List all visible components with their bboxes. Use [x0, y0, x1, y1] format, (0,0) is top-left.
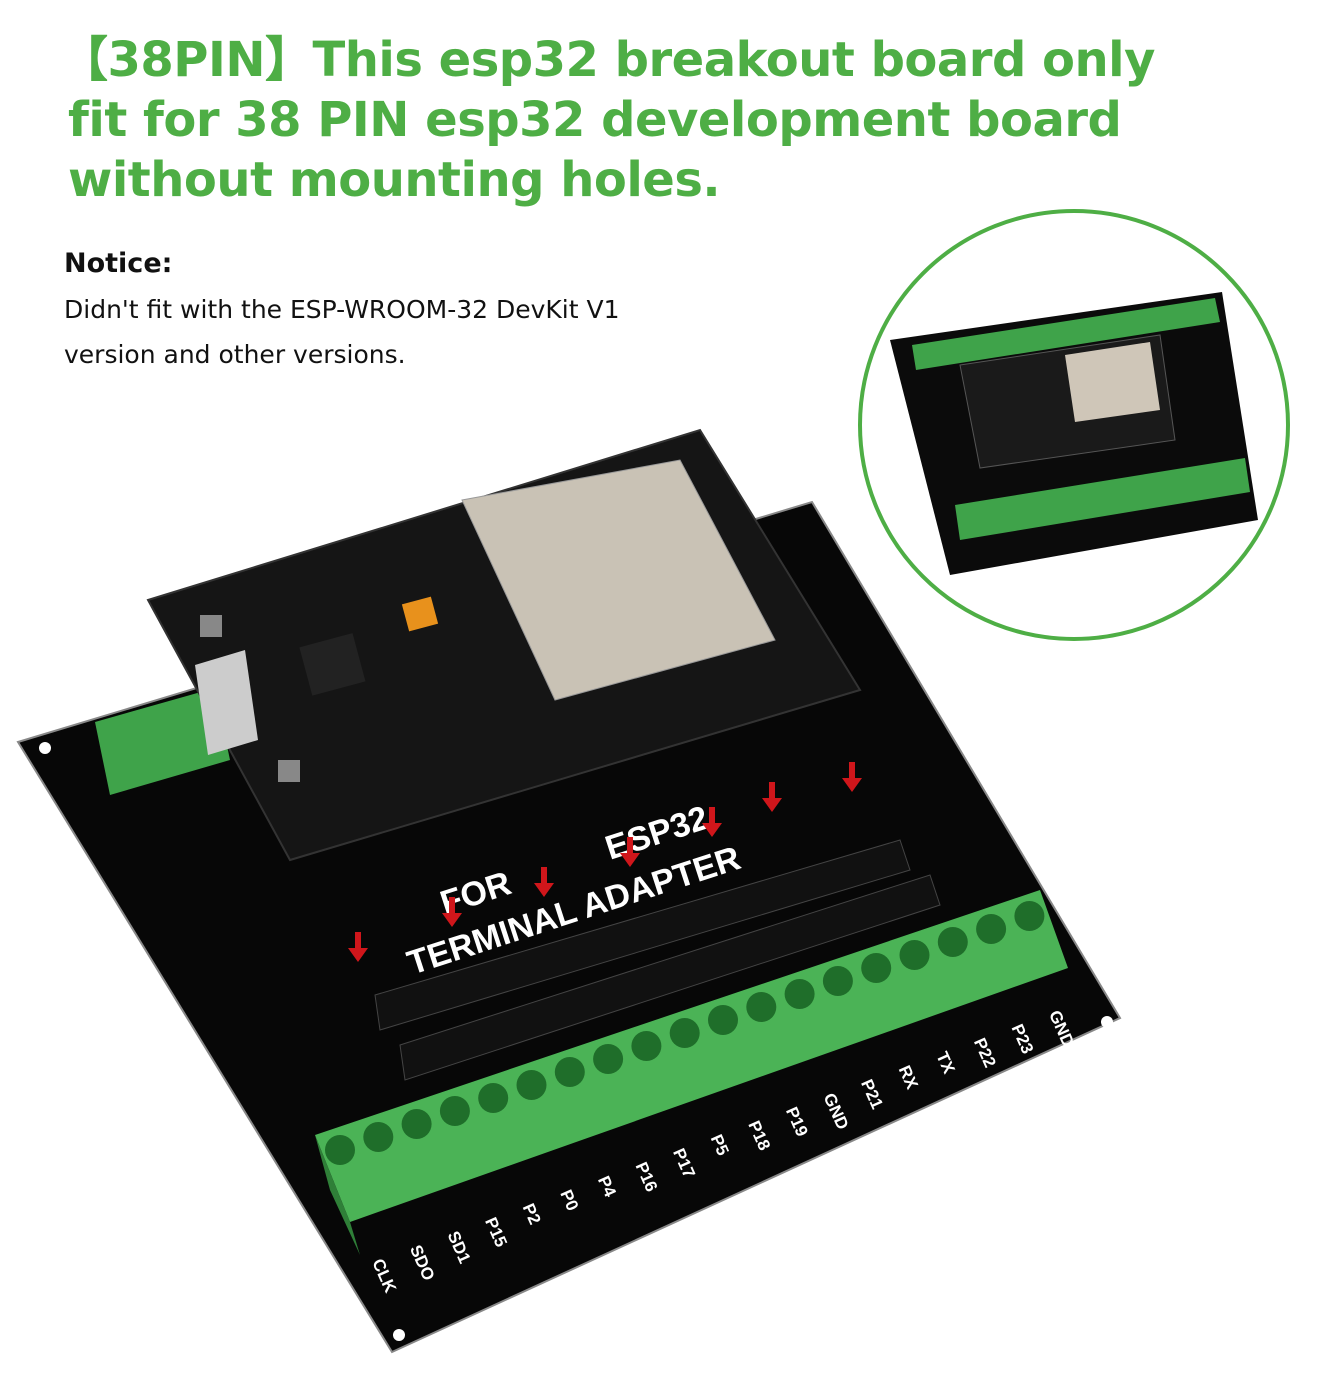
- terminal-screw-hole: [976, 914, 1007, 944]
- terminal-block-left: [95, 688, 230, 795]
- down-arrow-icon: [842, 762, 862, 792]
- terminal-screw-hole: [516, 1070, 547, 1100]
- terminal-screw-hole: [1014, 901, 1045, 931]
- headline-line-3: without mounting holes.: [68, 152, 721, 208]
- terminal-screw-hole: [439, 1096, 470, 1126]
- terminal-screw-hole: [631, 1031, 662, 1061]
- boot-button: [278, 760, 300, 782]
- terminal-screw-hole: [669, 1018, 700, 1048]
- terminal-screw-hole: [861, 953, 892, 983]
- inset-terminal-bottom: [955, 458, 1250, 540]
- esp-wroom-32-module: [461, 459, 776, 701]
- mounting-hole: [393, 1329, 405, 1341]
- terminal-screw-hole: [363, 1122, 394, 1152]
- notice-line-2: version and other versions.: [64, 340, 406, 369]
- terminal-screw-hole: [708, 1005, 738, 1035]
- terminal-block-shadow: [315, 1135, 360, 1255]
- terminal-screws: [325, 901, 1045, 1165]
- tantalum-capacitor: [401, 596, 439, 632]
- inset-terminal-top: [912, 298, 1220, 370]
- terminal-screw-hole: [899, 940, 930, 970]
- notice-heading: Notice:: [64, 248, 173, 279]
- down-arrow-icon: [620, 837, 640, 867]
- terminal-screw-hole: [746, 992, 777, 1022]
- headline: 【38PIN】This esp32 breakout board only fi…: [60, 30, 1155, 210]
- notice-line-1: Didn't fit with the ESP-WROOM-32 DevKit …: [64, 295, 620, 324]
- down-arrow-icon: [442, 897, 462, 927]
- headline-line-2: fit for 38 PIN esp32 development board: [68, 92, 1122, 148]
- micro-usb-port: [195, 650, 258, 755]
- en-button: [200, 615, 222, 637]
- insert-arrows: [348, 762, 862, 962]
- esp32-devboard: [146, 428, 862, 862]
- terminal-screw-hole: [593, 1044, 624, 1074]
- usb-uart-chip: [299, 633, 366, 696]
- down-arrow-icon: [348, 932, 368, 962]
- down-arrow-icon: [762, 782, 782, 812]
- terminal-screw-hole: [325, 1135, 355, 1165]
- terminal-screw-hole: [401, 1109, 432, 1139]
- mounting-hole: [1101, 1016, 1113, 1028]
- inset-wroom-module: [1065, 342, 1160, 422]
- mounting-hole: [39, 742, 51, 754]
- down-arrow-icon: [534, 867, 554, 897]
- terminal-screw-hole: [822, 966, 853, 996]
- down-arrow-icon: [702, 807, 722, 837]
- terminal-screw-hole: [937, 927, 968, 957]
- notice: Notice: Didn't fit with the ESP-WROOM-32…: [64, 248, 620, 377]
- terminal-screw-hole: [478, 1083, 509, 1113]
- female-header-row: [374, 839, 911, 1031]
- headline-line-1: 【38PIN】This esp32 breakout board only: [60, 32, 1155, 88]
- inset-photo: [858, 209, 1290, 641]
- female-header-row: [399, 874, 941, 1081]
- terminal-screw-hole: [554, 1057, 585, 1087]
- terminal-screw-hole: [784, 979, 815, 1009]
